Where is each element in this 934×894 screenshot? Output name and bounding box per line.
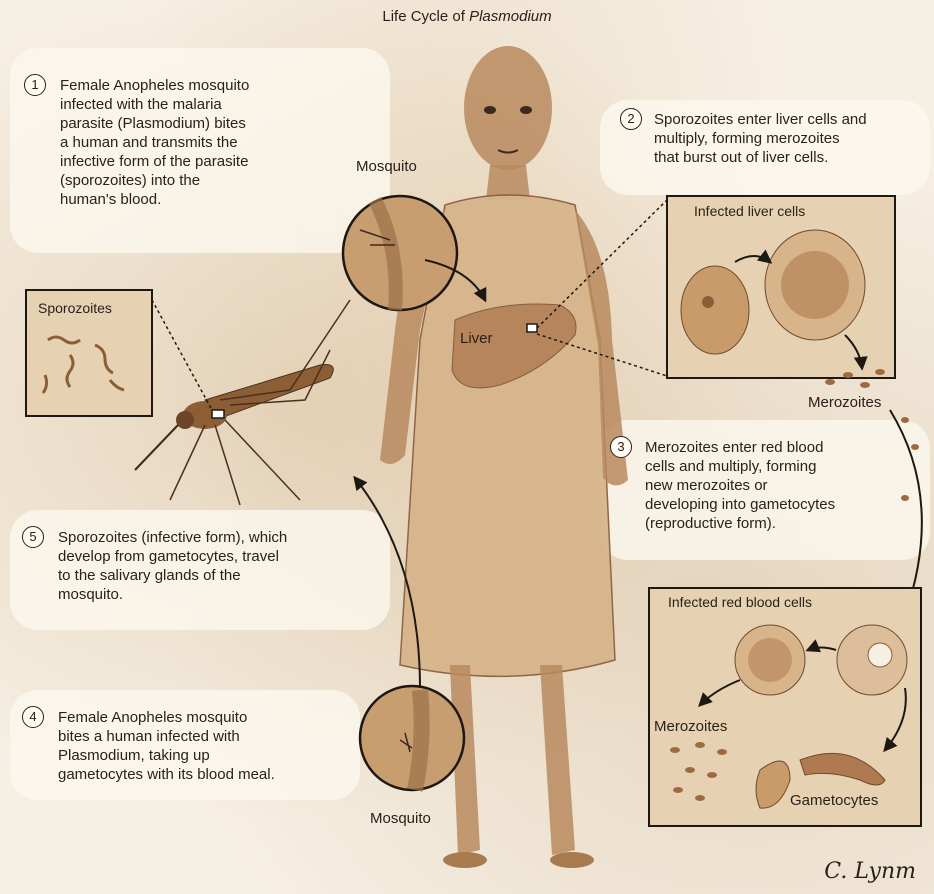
- step-1-number: 1: [24, 74, 46, 96]
- step-2-text: Sporozoites enter liver cells andmultipl…: [654, 110, 867, 167]
- infected-liver-cells-title: Infected liver cells: [694, 203, 805, 219]
- gametocytes-label: Gametocytes: [790, 792, 878, 809]
- sporozoites-box-title: Sporozoites: [38, 300, 112, 316]
- liver-label: Liver: [460, 330, 493, 347]
- step-5-number: 5: [22, 526, 44, 548]
- step-4-text: Female Anopheles mosquitobites a human i…: [58, 708, 275, 784]
- mosquito-label-bottom: Mosquito: [370, 810, 431, 827]
- artist-signature: C. Lynm: [824, 859, 916, 884]
- diagram-title: Life Cycle of Plasmodium: [0, 8, 934, 25]
- merozoites-label-liver: Merozoites: [808, 394, 881, 411]
- mosquito-illustration: [135, 300, 350, 505]
- step-4-number: 4: [22, 706, 44, 728]
- step-5-text: Sporozoites (infective form), whichdevel…: [58, 528, 287, 604]
- step-2-number: 2: [620, 108, 642, 130]
- step-3-text: Merozoites enter red bloodcells and mult…: [645, 438, 835, 533]
- mosquito-label-top: Mosquito: [356, 158, 417, 175]
- step-1-text: Female Anopheles mosquitoinfected with t…: [60, 76, 249, 209]
- merozoites-label-rbc: Merozoites: [654, 718, 727, 735]
- step-3-number: 3: [610, 436, 632, 458]
- infected-red-blood-cells-title: Infected red blood cells: [668, 594, 812, 610]
